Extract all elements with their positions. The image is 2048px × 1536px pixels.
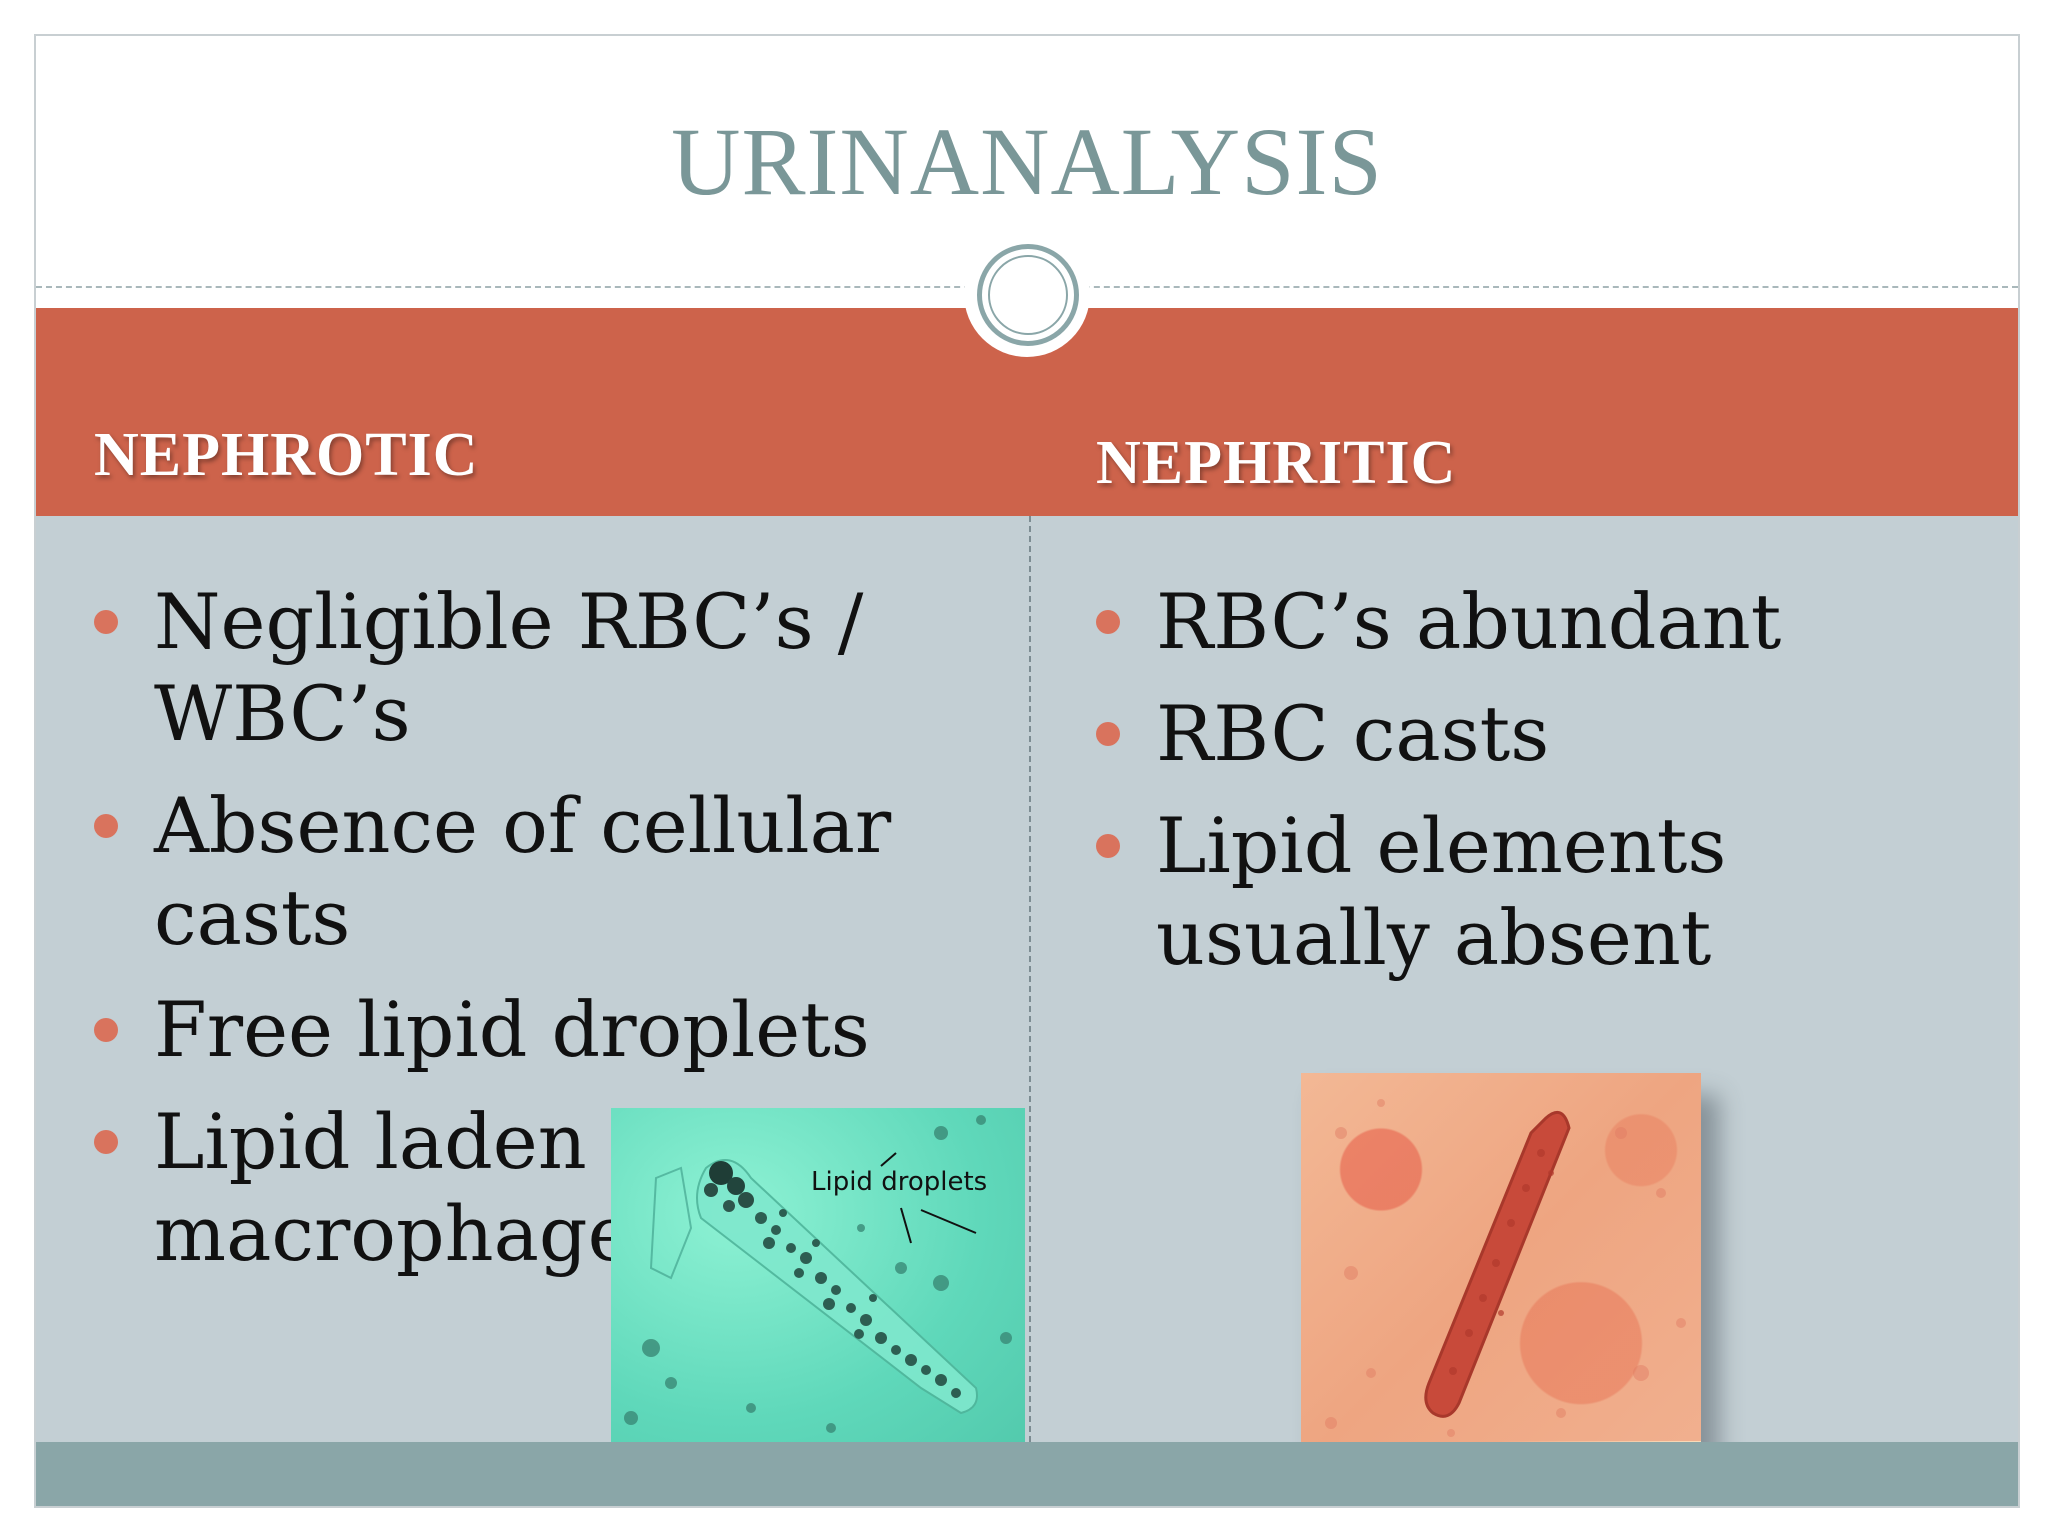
nephritic-list: RBC’s abundant RBC casts Lipid elements … <box>1096 576 1976 1004</box>
microscopy-rbc-cast-image <box>1300 1073 1702 1459</box>
list-item: RBC casts <box>1096 688 1976 780</box>
microscopy-lipid-cast-image: Lipid droplets <box>611 1108 1025 1458</box>
circle-ornament-icon <box>964 231 1090 357</box>
bullet-text: Absence of cellular casts <box>154 781 892 962</box>
list-item: RBC’s abundant <box>1096 576 1976 668</box>
nephrotic-list: Negligible RBC’s / WBC’s Absence of cell… <box>94 576 994 1300</box>
bullet-icon <box>94 1018 118 1042</box>
footer-band <box>36 1442 2018 1506</box>
ring-inner <box>977 244 1079 346</box>
list-item: Lipid laden macrophages <box>94 1096 674 1280</box>
bullet-icon <box>94 1130 118 1154</box>
bullet-icon <box>94 610 118 634</box>
bullet-text: Lipid elements usually absent <box>1156 801 1727 982</box>
slide-title: URINANALYSIS <box>671 108 1383 215</box>
lipid-droplets-label: Lipid droplets <box>811 1167 987 1197</box>
list-item: Lipid elements usually absent <box>1096 800 1976 984</box>
bullet-text: Lipid laden macrophages <box>154 1097 672 1278</box>
heading-nephritic: NEPHRITIC <box>1096 429 1457 497</box>
slide: URINANALYSIS NEPHROTIC NEPHRITIC Negligi… <box>34 34 2020 1508</box>
bullet-icon <box>94 814 118 838</box>
bullet-icon <box>1096 722 1120 746</box>
bullet-text: Free lipid droplets <box>154 985 870 1074</box>
rbc-cast-illustration <box>1300 1099 1702 1447</box>
bullet-text: Negligible RBC’s / WBC’s <box>154 577 864 758</box>
bullet-text: RBC casts <box>1156 689 1550 778</box>
list-item: Absence of cellular casts <box>94 780 994 964</box>
column-header-band: NEPHROTIC NEPHRITIC <box>36 308 2018 516</box>
bullet-text: RBC’s abundant <box>1156 577 1782 666</box>
lipid-cast-illustration: Lipid droplets <box>624 1115 1012 1433</box>
content-area: Negligible RBC’s / WBC’s Absence of cell… <box>36 516 2018 1459</box>
list-item: Negligible RBC’s / WBC’s <box>94 576 994 760</box>
column-divider <box>1029 516 1031 1442</box>
bullet-icon <box>1096 834 1120 858</box>
bullet-icon <box>1096 610 1120 634</box>
list-item: Free lipid droplets <box>94 984 994 1076</box>
heading-nephrotic: NEPHROTIC <box>94 421 479 489</box>
